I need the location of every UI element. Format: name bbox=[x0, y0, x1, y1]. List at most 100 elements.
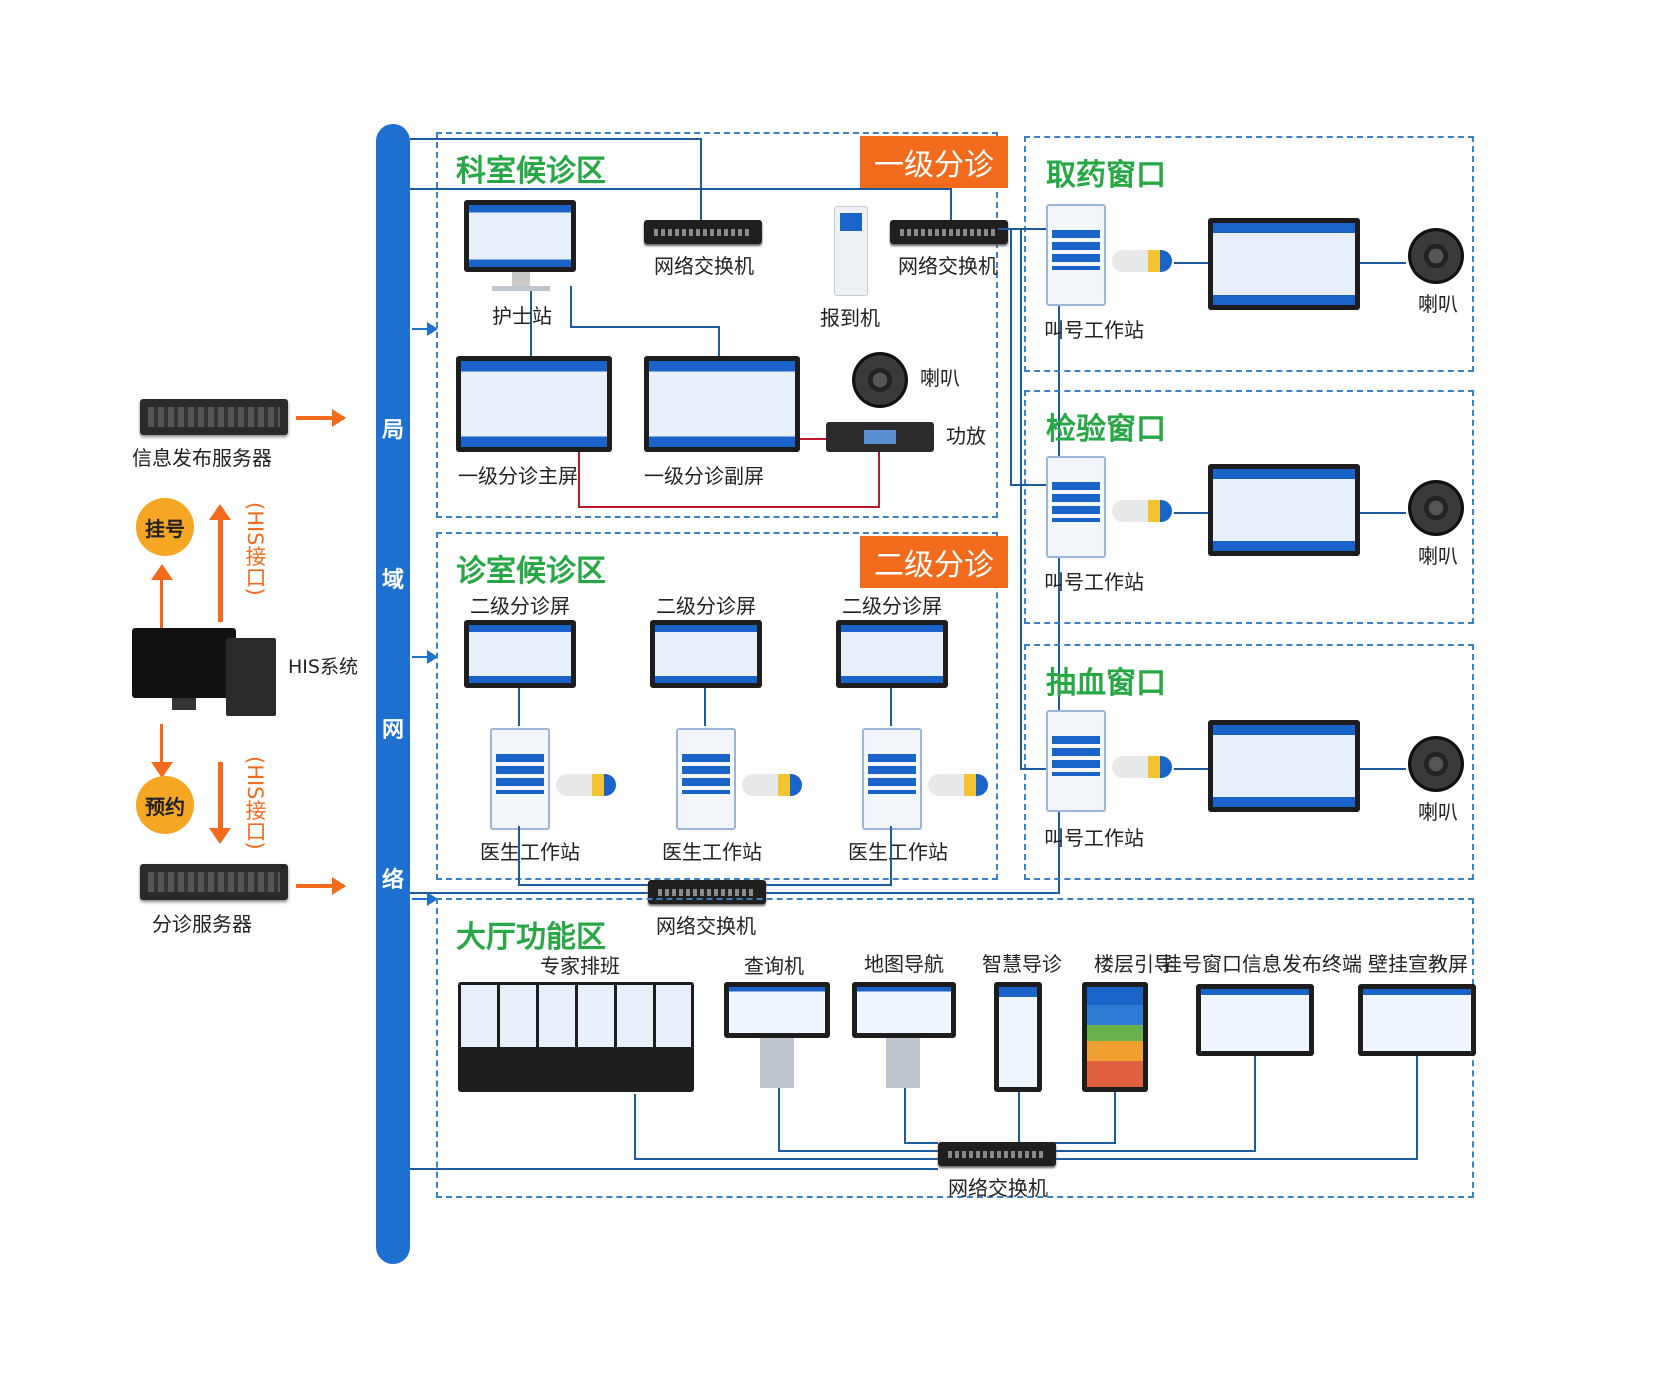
link-line bbox=[518, 826, 520, 884]
zhenshi-switch-label: 网络交换机 bbox=[656, 914, 756, 938]
speaker-label: 喇叭 bbox=[920, 366, 960, 390]
window-title: 抽血窗口 bbox=[1046, 666, 1166, 701]
main-triage-screen bbox=[456, 356, 612, 452]
level2-triage-screen bbox=[650, 620, 762, 688]
call-button-icon bbox=[1112, 756, 1172, 778]
link-line bbox=[1114, 1092, 1116, 1142]
call-button-icon bbox=[928, 774, 988, 796]
audio-line bbox=[578, 506, 880, 508]
arrow-to-guahao bbox=[151, 564, 173, 628]
link-line bbox=[570, 326, 720, 328]
call-station-screen bbox=[1046, 204, 1106, 306]
triage-server-label: 分诊服务器 bbox=[152, 912, 252, 936]
doctor-station-label: 医生工作站 bbox=[662, 840, 762, 864]
link-line bbox=[700, 138, 702, 228]
link-line bbox=[1020, 228, 1022, 768]
link-line bbox=[634, 1158, 938, 1160]
monitor-stand bbox=[512, 272, 530, 288]
link-line bbox=[1174, 512, 1208, 514]
link-line bbox=[1018, 1092, 1020, 1142]
speaker-icon bbox=[1408, 228, 1464, 284]
link-line bbox=[1010, 484, 1046, 486]
audio-line bbox=[878, 424, 880, 508]
hall-item-label: 地图导航 bbox=[864, 952, 944, 976]
speaker-label: 喇叭 bbox=[1418, 292, 1458, 316]
his-interface-down: (HIS接口) bbox=[243, 756, 267, 850]
call-station-label: 叫号工作站 bbox=[1044, 318, 1144, 342]
call-station-label: 叫号工作站 bbox=[1044, 570, 1144, 594]
zone-zhenshi bbox=[436, 532, 998, 880]
doctor-station-label: 医生工作站 bbox=[480, 840, 580, 864]
link-line bbox=[904, 1142, 938, 1144]
call-button-icon bbox=[742, 774, 802, 796]
info-server-arrow bbox=[296, 409, 346, 427]
zone-zhenshi-badge: 二级分诊 bbox=[860, 536, 1008, 588]
lan-bus-char: 络 bbox=[381, 868, 404, 893]
lan-bus-char: 局 bbox=[381, 418, 404, 443]
link-line bbox=[1360, 512, 1406, 514]
link-line bbox=[1360, 262, 1406, 264]
link-line bbox=[410, 892, 650, 894]
hall-switch-label: 网络交换机 bbox=[948, 1176, 1048, 1200]
his-interface-up: (HIS接口) bbox=[243, 502, 267, 596]
link-line bbox=[950, 188, 952, 228]
yuyue-circle: 预约 bbox=[136, 776, 194, 834]
link-line bbox=[1052, 1158, 1418, 1160]
zone-keshi bbox=[436, 132, 998, 518]
bus-arrow bbox=[412, 322, 438, 336]
level2-screen-label: 二级分诊屏 bbox=[656, 594, 756, 618]
zone-chouxue bbox=[1024, 644, 1474, 880]
query-kiosk-stand bbox=[760, 1038, 794, 1088]
switch1-label: 网络交换机 bbox=[654, 254, 754, 278]
arrow-to-yuyue bbox=[151, 724, 173, 778]
link-line bbox=[518, 884, 650, 886]
audio-line bbox=[800, 438, 826, 440]
link-line bbox=[1020, 768, 1046, 770]
doctor-station-screen bbox=[676, 728, 736, 830]
amplifier-icon bbox=[826, 422, 934, 452]
speaker-icon bbox=[852, 352, 908, 408]
bus-arrow bbox=[412, 650, 438, 664]
link-line bbox=[634, 1094, 636, 1158]
lan-bus bbox=[376, 124, 410, 1264]
link-line bbox=[778, 1150, 938, 1152]
zone-keshi-badge: 一级分诊 bbox=[860, 136, 1008, 188]
zone-quyao bbox=[1024, 136, 1474, 372]
link-line bbox=[1174, 262, 1208, 264]
map-navigation-stand bbox=[886, 1038, 920, 1088]
level2-triage-screen bbox=[464, 620, 576, 688]
link-line bbox=[410, 1168, 938, 1170]
doctor-station-label: 医生工作站 bbox=[848, 840, 948, 864]
call-button-icon bbox=[556, 774, 616, 796]
hall-item-label: 壁挂宣教屏 bbox=[1368, 952, 1468, 976]
call-button-icon bbox=[1112, 250, 1172, 272]
network-switch-icon bbox=[644, 220, 762, 244]
nurse-station-screen bbox=[464, 200, 576, 272]
level2-screen-label: 二级分诊屏 bbox=[470, 594, 570, 618]
his-system-label: HIS系统 bbox=[288, 656, 358, 678]
audio-line bbox=[578, 450, 580, 506]
nurse-station-label: 护士站 bbox=[492, 304, 552, 328]
amplifier-label: 功放 bbox=[946, 424, 986, 448]
link-line bbox=[704, 688, 706, 726]
window-display-screen bbox=[1208, 464, 1360, 556]
link-line bbox=[1416, 1056, 1418, 1158]
smart-guide-screen bbox=[994, 982, 1042, 1092]
link-line bbox=[890, 826, 892, 884]
info-server-label: 信息发布服务器 bbox=[132, 446, 272, 470]
zone-zhenshi-title: 诊室候诊区 bbox=[456, 554, 606, 589]
link-line bbox=[1174, 768, 1208, 770]
triage-server-icon bbox=[140, 864, 288, 900]
call-button-icon bbox=[1112, 500, 1172, 522]
hall-item-label: 楼层引导 bbox=[1094, 952, 1174, 976]
link-line bbox=[766, 892, 1060, 894]
triage-server-arrow bbox=[296, 877, 346, 895]
window-title: 检验窗口 bbox=[1046, 412, 1166, 447]
call-station-label: 叫号工作站 bbox=[1044, 826, 1144, 850]
his-up-arrow bbox=[209, 504, 231, 622]
window-display-screen bbox=[1208, 720, 1360, 812]
window-title: 取药窗口 bbox=[1046, 158, 1166, 193]
link-line bbox=[998, 228, 1046, 230]
call-station-screen bbox=[1046, 710, 1106, 812]
link-line bbox=[530, 286, 532, 358]
